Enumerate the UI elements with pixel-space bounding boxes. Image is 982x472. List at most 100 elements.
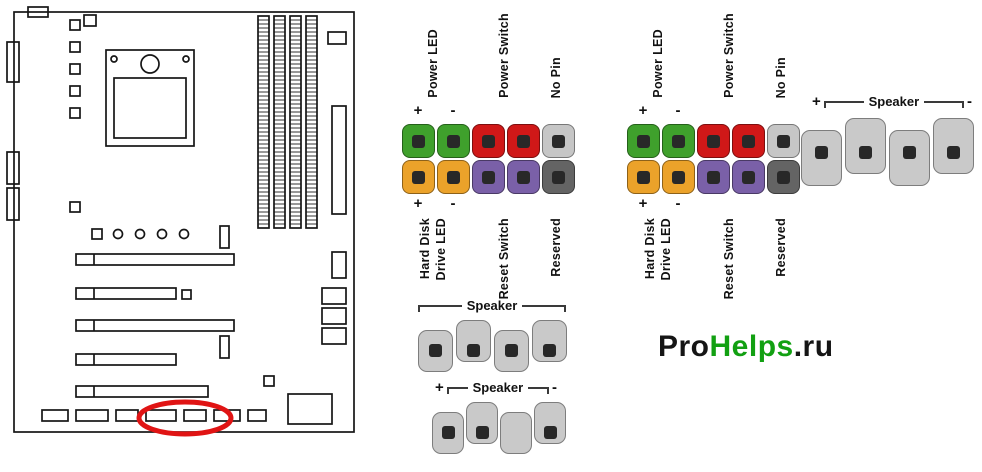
hdd-led-minus-pin-cell <box>437 160 470 194</box>
speaker-pin-cell-2 <box>466 402 498 444</box>
pin <box>412 170 425 184</box>
bracket-line <box>823 101 864 108</box>
bottom-header <box>183 409 207 422</box>
pin <box>467 344 480 357</box>
bracket-line <box>924 101 965 108</box>
speaker-pin-cell-3 <box>494 330 529 372</box>
logo-part-ru: .ru <box>793 330 834 363</box>
speaker-label-row: + Speaker - <box>432 380 560 396</box>
pin <box>777 134 790 148</box>
pin <box>482 134 495 148</box>
pin <box>742 134 755 148</box>
speaker-plus-sign: + <box>812 93 821 110</box>
pin <box>412 134 425 148</box>
bottom-header <box>75 409 109 422</box>
speaker-minus-sign: - <box>552 379 558 396</box>
bracket-line <box>446 387 468 394</box>
speaker-pin-cell-1 <box>418 330 453 372</box>
power-led-minus-sign: - <box>675 102 681 119</box>
power-led-minus-pin-cell <box>437 124 470 158</box>
speaker-pin-cell-2 <box>845 118 886 174</box>
reserved-label: Reserved <box>549 218 563 277</box>
front-panel-diagram-1: Power LED Power Switch No Pin + - + - Ha… <box>398 6 578 306</box>
hdd-led-minus-pin-cell <box>662 160 695 194</box>
speaker-pin-cell-3 <box>889 130 930 186</box>
power-led-plus-pin-cell <box>402 124 435 158</box>
bottom-header <box>247 409 267 422</box>
power-switch-label: Power Switch <box>722 13 736 98</box>
front-panel-pin-block <box>402 124 575 194</box>
hdd-led-label-line2: Drive LED <box>434 218 448 281</box>
bracket-line <box>522 305 566 312</box>
ram-slot <box>257 15 270 229</box>
speaker-pin-cell-4 <box>933 118 974 174</box>
speaker-pin-cell-1 <box>432 412 464 454</box>
speaker-label-row: Speaker <box>418 298 566 314</box>
no-pin-cell <box>542 124 575 158</box>
speaker-label: Speaker <box>868 94 920 109</box>
pin <box>903 146 916 159</box>
hdd-led-plus-pin-cell <box>627 160 660 194</box>
bracket-line <box>418 305 462 312</box>
power-led-label: Power LED <box>426 29 440 98</box>
pin <box>482 170 495 184</box>
pin <box>447 134 460 148</box>
pin <box>505 344 518 357</box>
ram-slot <box>289 15 302 229</box>
cpu-socket <box>105 49 195 147</box>
hdd-led-label-line1: Hard Disk <box>418 218 432 280</box>
speaker-header-pins <box>418 320 568 374</box>
power-switch-label: Power Switch <box>497 13 511 98</box>
no-pin-cell <box>767 124 800 158</box>
atx-power-connector <box>331 105 347 215</box>
reserved-pin-cell <box>767 160 800 194</box>
ram-slot <box>305 15 318 229</box>
speaker-empty-cell-3 <box>500 412 532 454</box>
hdd-led-plus-sign: + <box>638 195 648 212</box>
pin <box>552 134 565 148</box>
bottom-header <box>41 409 69 422</box>
pin <box>552 170 565 184</box>
pin <box>815 146 828 159</box>
reset-switch-pin-cell-1 <box>472 160 505 194</box>
speaker-label: Speaker <box>466 298 518 313</box>
power-led-plus-pin-cell <box>627 124 660 158</box>
bracket-line <box>528 387 550 394</box>
pin <box>947 146 960 159</box>
reset-switch-pin-cell-1 <box>697 160 730 194</box>
no-pin-label: No Pin <box>549 56 563 98</box>
ram-slot <box>273 15 286 229</box>
power-led-plus-sign: + <box>413 102 423 119</box>
front-panel-pin-block <box>627 124 800 194</box>
logo-part-pro: Pro <box>658 330 710 363</box>
sata-port <box>321 287 347 305</box>
front-panel-location-highlight <box>136 399 234 437</box>
reserved-label: Reserved <box>774 218 788 277</box>
hdd-led-minus-sign: - <box>675 195 681 212</box>
speaker-header-pins <box>801 118 974 188</box>
pin <box>777 170 790 184</box>
pcie-slot <box>75 253 235 266</box>
power-switch-pin-cell-2 <box>732 124 765 158</box>
pin <box>707 134 720 148</box>
rear-io-port <box>6 41 20 83</box>
board-outline <box>13 11 355 433</box>
pin <box>441 426 455 439</box>
pcie-slot <box>75 287 177 300</box>
pin <box>707 170 720 184</box>
hdd-led-label-line2: Drive LED <box>659 218 673 281</box>
speaker-minus-sign: - <box>967 93 973 110</box>
pcie-slot <box>75 385 209 398</box>
speaker-label-row: + Speaker - <box>809 94 975 110</box>
pin <box>543 426 557 439</box>
speaker-diagram-2: + Speaker - <box>424 380 569 460</box>
pin <box>517 134 530 148</box>
speaker-diagram-1: Speaker <box>412 298 572 378</box>
speaker-pin-cell-2 <box>456 320 491 362</box>
power-switch-pin-cell-2 <box>507 124 540 158</box>
front-panel-header <box>145 409 177 422</box>
power-switch-pin-cell-1 <box>697 124 730 158</box>
pin <box>447 170 460 184</box>
speaker-label: Speaker <box>472 380 524 395</box>
